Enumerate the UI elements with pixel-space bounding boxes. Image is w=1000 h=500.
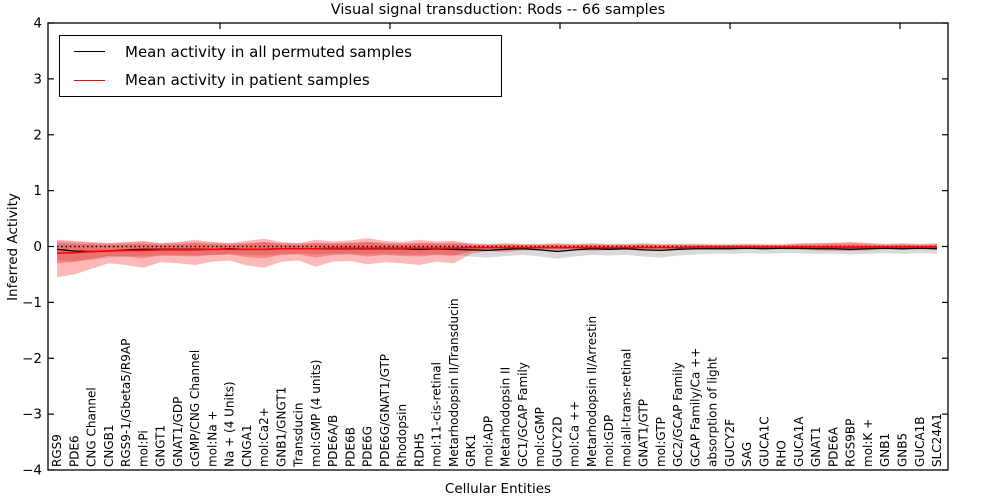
patient-line-sample-icon [74, 79, 105, 81]
category-label: GUCA1B [913, 416, 927, 467]
category-label: Rhodopsin [395, 404, 409, 467]
category-label: mol:cGMP [533, 407, 547, 467]
category-label: RGS9 [50, 434, 64, 467]
category-label: SLC24A1 [930, 413, 944, 467]
category-label: Metarhodopsin II [499, 367, 513, 467]
category-label: RHO [775, 440, 789, 467]
category-label: GNGT1 [154, 425, 168, 467]
patient-outer-band [57, 238, 938, 278]
category-label: GNAT1/GDP [171, 397, 185, 467]
chart-title: Visual signal transduction: Rods -- 66 s… [330, 2, 666, 18]
y-tick-label: −1 [22, 295, 42, 311]
category-label: PDE6G/GNAT1/GTP [378, 354, 392, 467]
category-label: PDE6A/B [326, 415, 340, 467]
category-label: Metarhodopsin II/Arrestin [585, 316, 599, 467]
category-label: mol:Ca ++ [568, 401, 582, 467]
category-label: cGMP/CNG Channel [188, 350, 202, 467]
legend-label-permuted: Mean activity in all permuted samples [125, 42, 412, 61]
permuted-line-sample-icon [74, 51, 105, 53]
category-label: GUCA1A [792, 416, 806, 467]
category-label: GC1/GCAP Family [516, 362, 530, 467]
category-label: Transducin [292, 403, 306, 468]
category-label: mol:11-cis-retinal [430, 362, 444, 467]
category-label: mol:ADP [481, 416, 495, 467]
category-label: GUCA1C [757, 416, 771, 467]
category-label: mol:Pi [136, 430, 150, 467]
category-label: GNAT1 [809, 426, 823, 467]
y-tick-label: 3 [33, 71, 42, 87]
y-tick-label: −4 [22, 463, 42, 479]
category-label: RGS9-1/Gbeta5/R9AP [119, 339, 133, 467]
category-label: GNB1/GNGT1 [274, 387, 288, 467]
category-label: GNB1 [878, 433, 892, 467]
legend-entry-patient: Mean activity in patient samples [60, 67, 501, 93]
category-label: PDE6 [67, 435, 81, 467]
category-label: mol:GDP [602, 415, 616, 467]
y-tick-label: 2 [33, 127, 42, 143]
legend-entry-permuted: Mean activity in all permuted samples [60, 39, 501, 65]
category-label: mol:K + [861, 419, 875, 467]
category-label: GUCY2F [723, 419, 737, 467]
category-label: CNG Channel [85, 387, 99, 467]
category-label: PDE6G [361, 426, 375, 467]
category-label: CNGA1 [240, 425, 254, 468]
x-axis-label: Cellular Entities [444, 481, 552, 497]
y-tick-label: 1 [33, 183, 42, 199]
category-label: Na + (4 Units) [223, 381, 237, 467]
category-label: GCAP Family/Ca ++ [688, 348, 702, 467]
category-label: PDE6A [826, 426, 840, 467]
category-label: mol:GTP [654, 417, 668, 467]
category-label: RGS9BP [844, 419, 858, 467]
legend-label-patient: Mean activity in patient samples [125, 71, 370, 90]
category-label: mol:all-trans-retinal [619, 349, 633, 467]
category-label: mol:GMP (4 units) [309, 360, 323, 467]
y-tick-label: −3 [22, 407, 42, 423]
category-label: Metarhodopsin II/Transducin [447, 298, 461, 467]
category-label: RDH5 [412, 433, 426, 467]
category-label: GC2/GCAP Family [671, 362, 685, 467]
y-tick-label: 0 [33, 239, 42, 255]
category-label: PDE6B [343, 427, 357, 467]
category-label: mol:Ca2+ [257, 407, 271, 467]
category-label: GNB5 [895, 433, 909, 467]
category-label: GNAT1/GTP [637, 399, 651, 467]
legend: Mean activity in all permuted samples Me… [59, 35, 502, 97]
y-axis-label: Inferred Activity [5, 193, 21, 301]
category-label: absorption of light [706, 357, 720, 467]
y-tick-label: 4 [33, 16, 42, 32]
category-label: mol:Na + [205, 410, 219, 467]
y-tick-label: −2 [22, 351, 42, 367]
category-label: SAG [740, 442, 754, 467]
category-label: GUCY2D [550, 417, 564, 467]
category-label: GRK1 [464, 434, 478, 467]
category-label: CNGB1 [102, 424, 116, 467]
patient-mean-line [56, 246, 938, 255]
